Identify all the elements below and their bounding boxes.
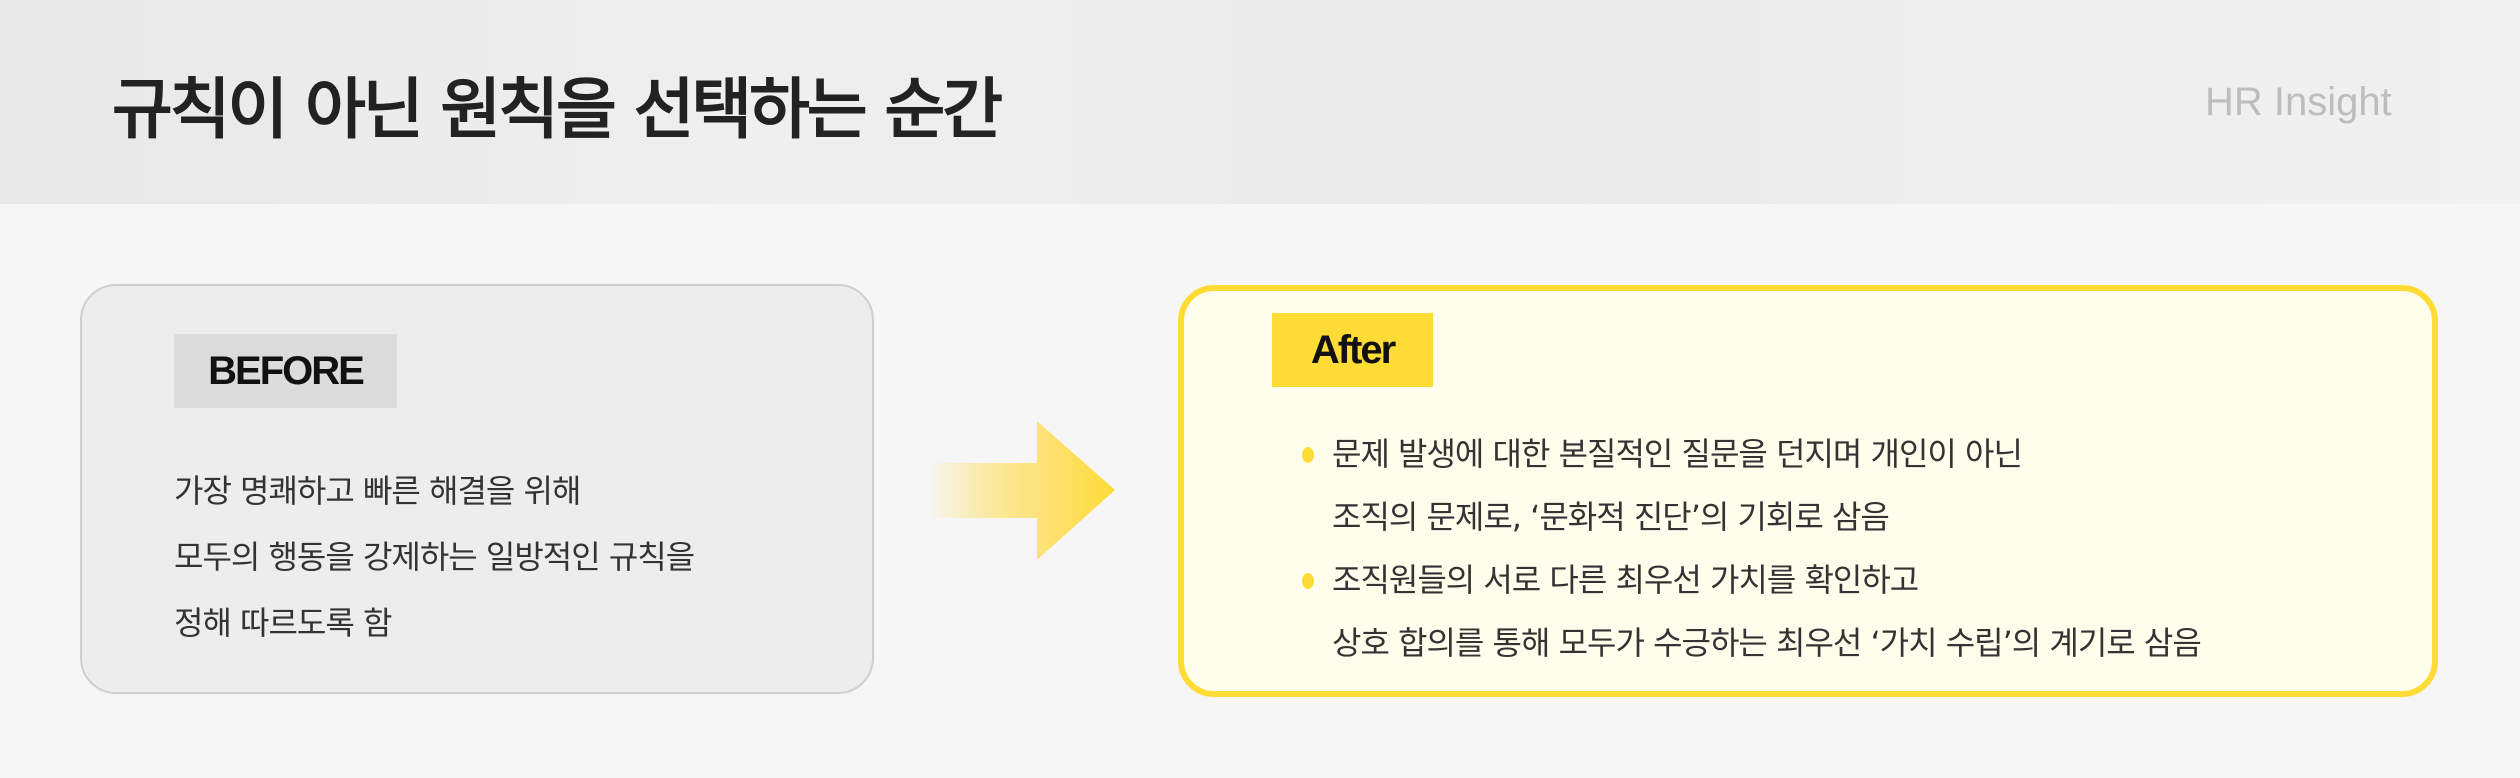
arrow-right-icon bbox=[929, 421, 1115, 560]
before-card: BEFORE 가장 명쾌하고 빠른 해결을 위해 모두의 행동을 강제하는 일방… bbox=[80, 284, 874, 694]
before-line: 모두의 행동을 강제하는 일방적인 규칙을 bbox=[174, 538, 695, 576]
page-title: 규칙이 아닌 원칙을 선택하는 순간 bbox=[112, 71, 1003, 148]
item-line: 문제 발생에 대한 본질적인 질문을 던지며 개인이 아닌 bbox=[1332, 435, 2023, 473]
after-card: After 문제 발생에 대한 본질적인 질문을 던지며 개인이 아닌 조직의 … bbox=[1178, 285, 2438, 697]
before-line: 정해 따르도록 함 bbox=[174, 604, 392, 642]
after-list: 문제 발생에 대한 본질적인 질문을 던지며 개인이 아닌 조직의 문제로, ‘… bbox=[1302, 423, 2202, 675]
before-description: 가장 명쾌하고 빠른 해결을 위해 모두의 행동을 강제하는 일방적인 규칙을 … bbox=[174, 458, 695, 656]
before-label: BEFORE bbox=[174, 334, 397, 408]
before-line: 가장 명쾌하고 빠른 해결을 위해 bbox=[174, 472, 581, 510]
header-band: 규칙이 아닌 원칙을 선택하는 순간 HR Insight bbox=[0, 0, 2520, 204]
item-line: 상호 합의를 통해 모두가 수긍하는 최우선 ‘가치 수립’의 계기로 삼음 bbox=[1332, 624, 2202, 662]
bullet-dot-icon bbox=[1302, 447, 1314, 463]
after-label: After bbox=[1272, 313, 1433, 387]
item-line: 조직원들의 서로 다른 최우선 가치를 확인하고 bbox=[1332, 561, 1919, 599]
bullet-dot-icon bbox=[1302, 573, 1314, 589]
item-line: 조직의 문제로, ‘문화적 진단’의 기회로 삼음 bbox=[1332, 498, 1890, 536]
brand-label: HR Insight bbox=[2205, 80, 2392, 124]
list-item: 문제 발생에 대한 본질적인 질문을 던지며 개인이 아닌 조직의 문제로, ‘… bbox=[1302, 423, 2201, 549]
list-item: 조직원들의 서로 다른 최우선 가치를 확인하고 상호 합의를 통해 모두가 수… bbox=[1302, 549, 2202, 675]
